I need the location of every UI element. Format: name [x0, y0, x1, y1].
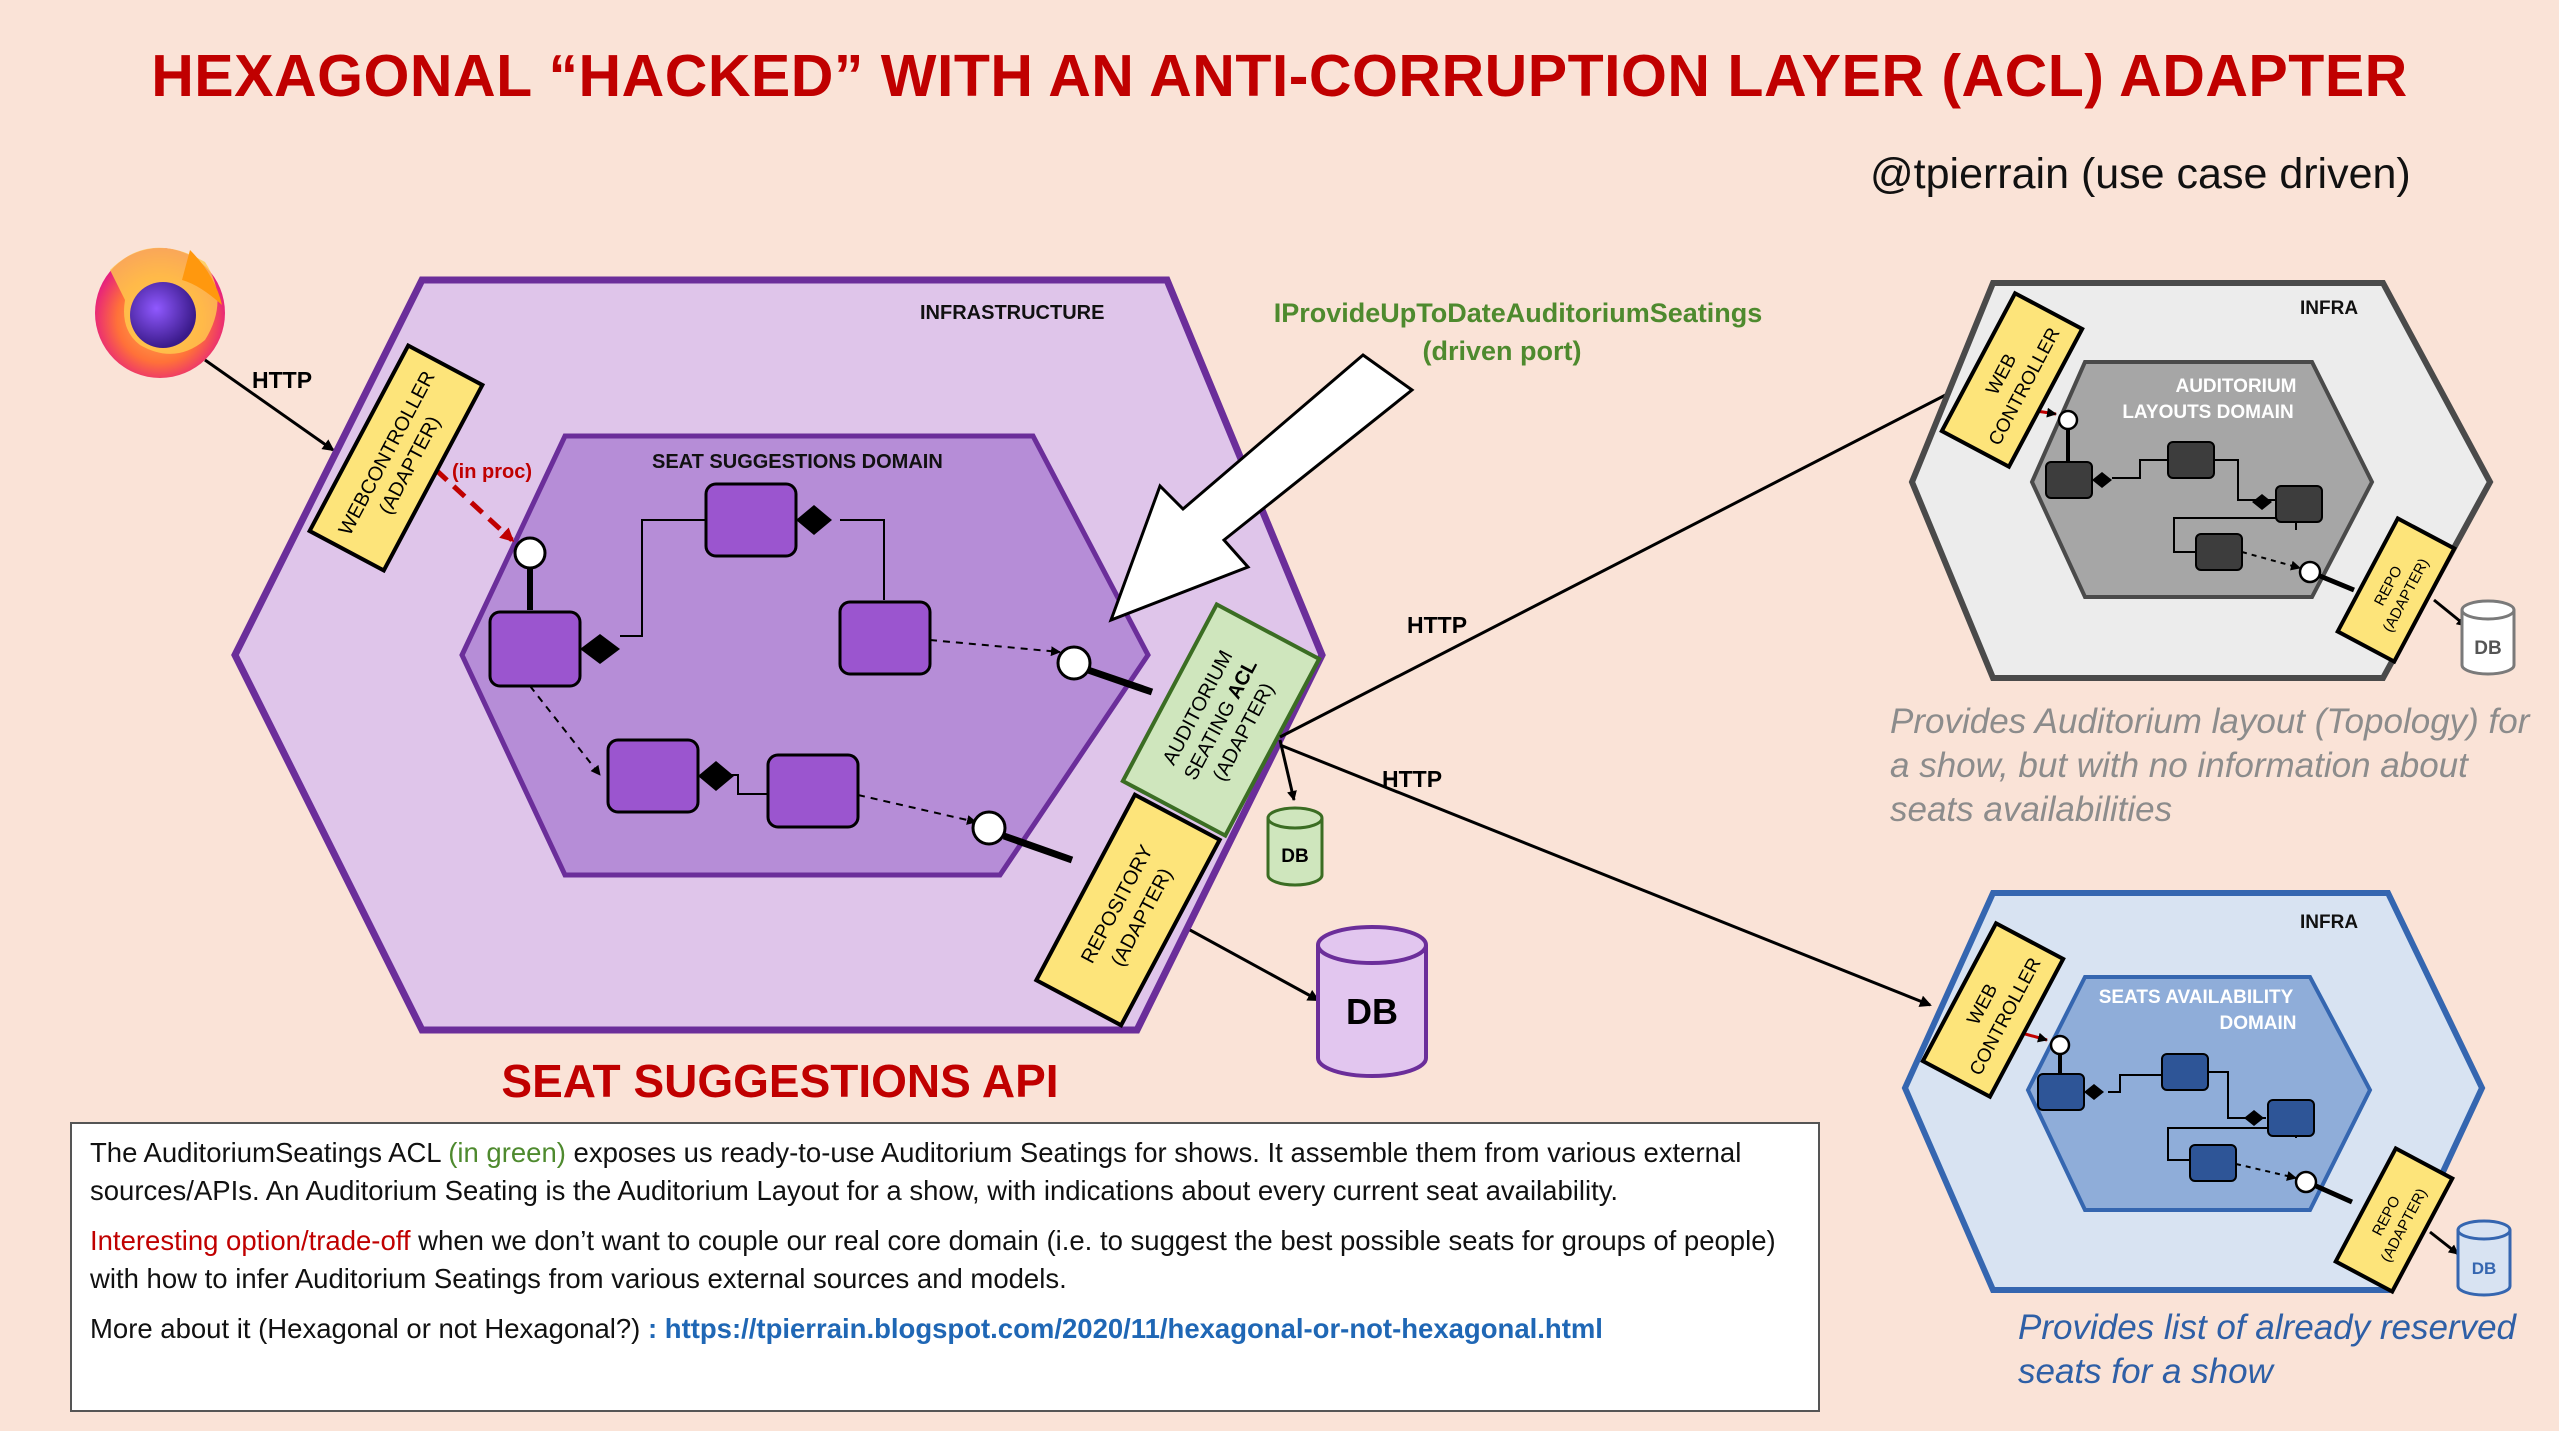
explanation-paragraph-1: The AuditoriumSeatings ACL (in green) ex… — [90, 1137, 1742, 1206]
acl-db-icon: DB — [1266, 806, 1324, 887]
port-name-label: IProvideUpToDateAuditoriumSeatings — [1274, 298, 1763, 328]
availability-domain-label: SEATS AVAILABILITY — [2099, 987, 2294, 1008]
http-label-browser: HTTP — [252, 367, 312, 393]
driving-port — [513, 536, 547, 570]
svg-text:DB: DB — [2472, 1259, 2497, 1278]
blog-link[interactable]: : https://tpierrain.blogspot.com/2020/11… — [647, 1313, 1603, 1344]
acl-driven-port — [1056, 645, 1092, 681]
svg-text:DB: DB — [2474, 638, 2501, 659]
layouts-infra-label: INFRA — [2300, 298, 2358, 319]
http-label-top: HTTP — [1407, 612, 1467, 638]
browser-http-arrow — [204, 358, 335, 452]
author-handle: @tpierrain (use case driven) — [1870, 150, 2411, 198]
domain-component — [704, 482, 798, 558]
domain-component — [606, 738, 700, 814]
domain-component — [488, 610, 582, 688]
availability-domain-label: DOMAIN — [2219, 1013, 2296, 1034]
layouts-web-controller-adapter: WEB CONTROLLER — [1939, 290, 2085, 470]
api-title: SEAT SUGGESTIONS API — [501, 1055, 1058, 1107]
http-to-availability — [1279, 743, 1932, 1007]
explanation-paragraph-2: Interesting option/trade-off when we don… — [90, 1225, 1776, 1294]
in-proc-arrow — [434, 468, 515, 543]
svg-text:DB: DB — [1346, 991, 1398, 1032]
availability-domain-components — [2017, 1030, 2354, 1205]
svg-text:DB: DB — [1281, 846, 1308, 867]
domain-component — [838, 600, 932, 676]
layouts-db-icon: DB — [2460, 599, 2516, 676]
firefox-icon — [95, 247, 225, 378]
acl-adapter: AUDITORIUM SEATING ACL (ADAPTER) — [1120, 601, 1322, 839]
availability-service-note: Provides list of already reserved seats … — [2018, 1308, 2516, 1391]
page-title: HEXAGONAL “HACKED” WITH AN ANTI-CORRUPTI… — [151, 43, 2408, 109]
layouts-domain-label: AUDITORIUM — [2175, 376, 2296, 397]
domain-label: SEAT SUGGESTIONS DOMAIN — [652, 451, 943, 473]
layouts-domain-label: LAYOUTS DOMAIN — [2122, 402, 2293, 423]
availability-db-icon: DB — [2456, 1219, 2512, 1297]
domain-components — [488, 482, 1154, 864]
repository-db-icon: DB — [1316, 925, 1428, 1078]
http-label-bottom: HTTP — [1382, 766, 1442, 792]
infrastructure-label: INFRASTRUCTURE — [920, 302, 1104, 324]
explanation-textbox: The AuditoriumSeatings ACL (in green) ex… — [70, 1122, 1820, 1412]
http-to-layouts — [1279, 383, 1967, 739]
driven-port-arrow — [1108, 353, 1415, 623]
layouts-domain-components — [2029, 407, 2355, 593]
layouts-repo-adapter: REPO (ADAPTER) — [2334, 515, 2458, 665]
domain-component — [766, 753, 860, 829]
port-type-label: (driven port) — [1423, 336, 1582, 366]
availability-domain-hexagon — [2025, 975, 2373, 1212]
repository-driven-port — [971, 810, 1007, 846]
availability-infra-label: INFRA — [2300, 912, 2358, 933]
in-proc-label: (in proc) — [452, 461, 532, 483]
explanation-paragraph-3: More about it (Hexagonal or not Hexagona… — [90, 1313, 1603, 1344]
layouts-service-note: Provides Auditorium layout (Topology) fo… — [1890, 702, 2530, 829]
layouts-domain-hexagon — [2029, 360, 2375, 599]
